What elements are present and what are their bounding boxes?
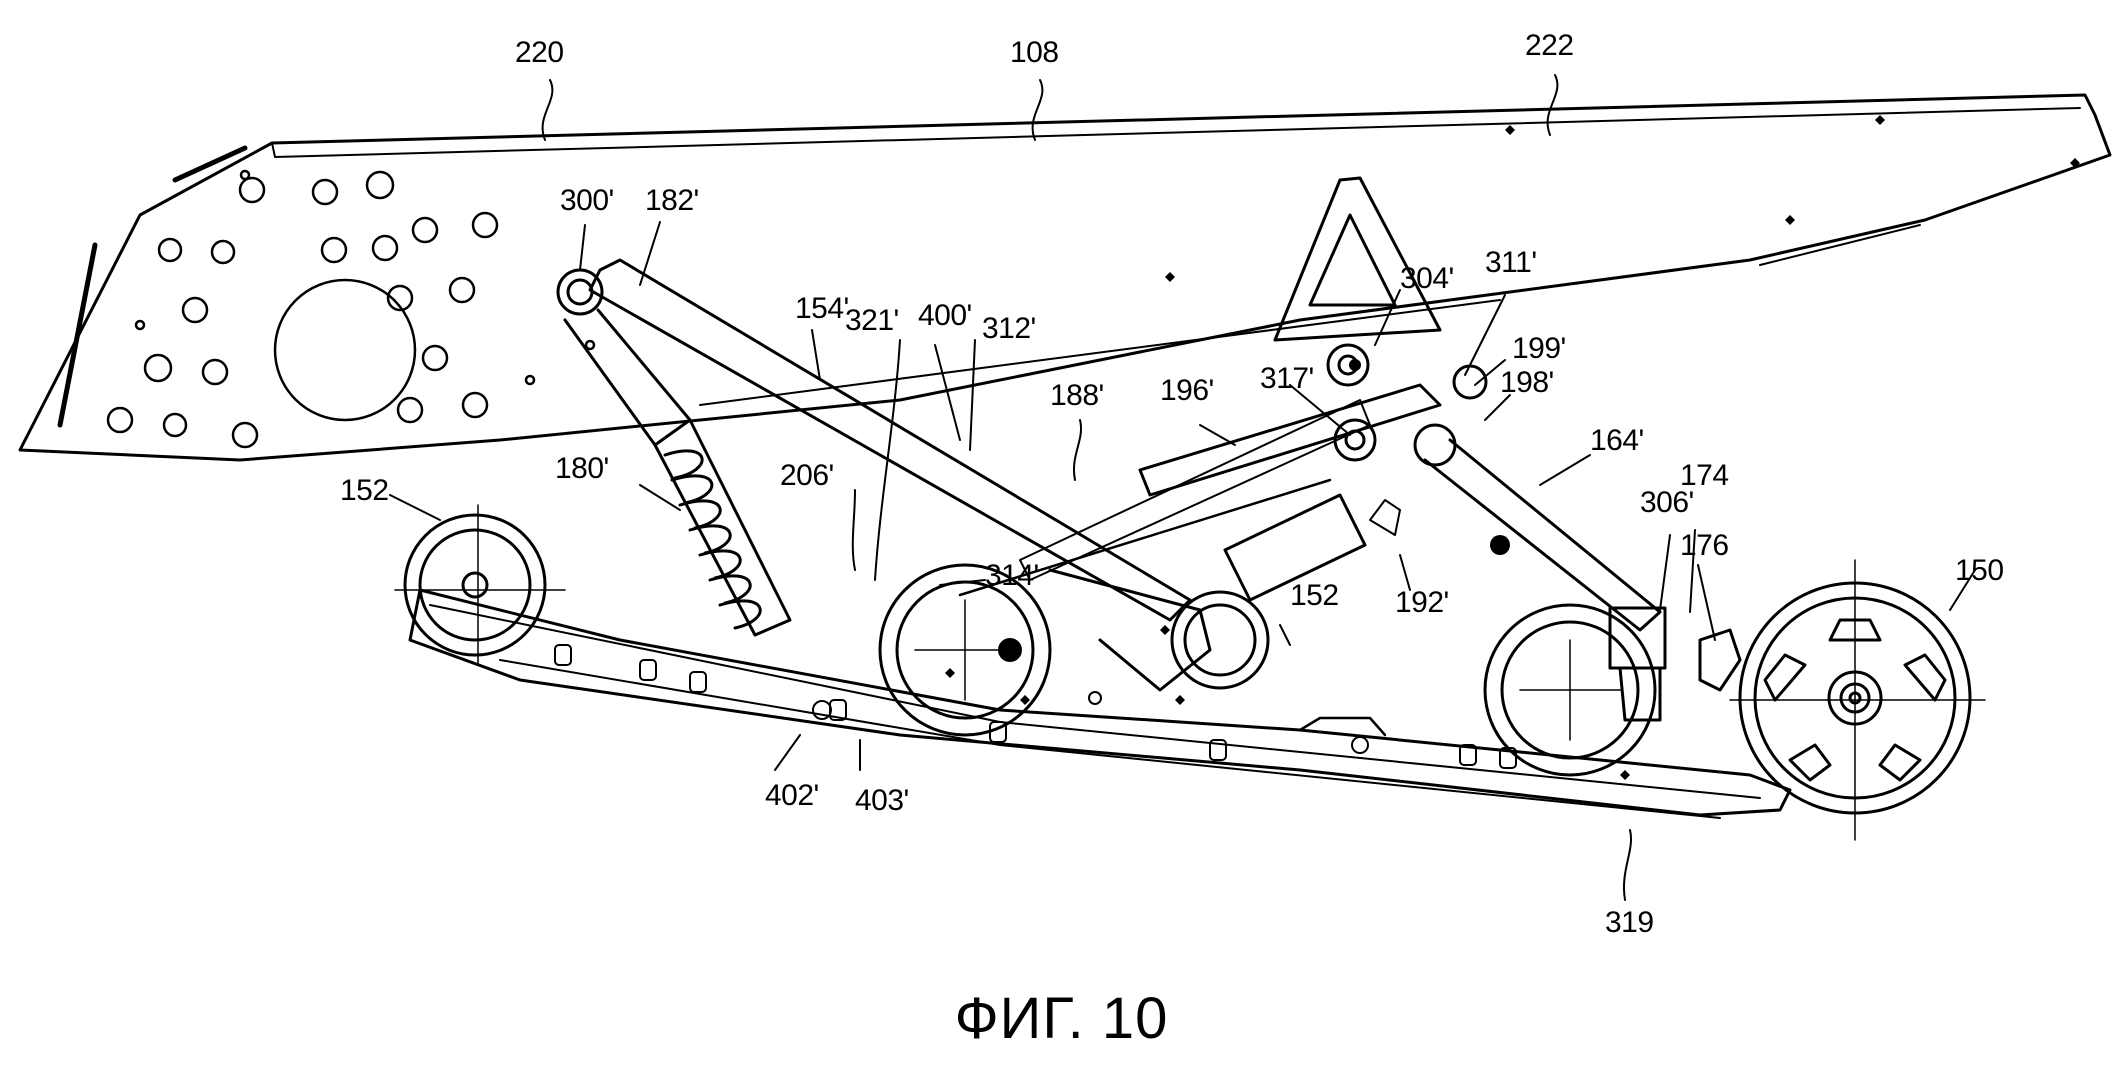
label-400: 400' bbox=[918, 299, 972, 332]
fasteners bbox=[945, 115, 2080, 780]
label-222: 222 bbox=[1525, 29, 1574, 62]
front-arm-164 bbox=[1413, 423, 1662, 632]
front-wheel-152 bbox=[394, 504, 566, 666]
label-317: 317' bbox=[1260, 362, 1314, 395]
label-312: 312' bbox=[982, 312, 1036, 345]
actuator-192 bbox=[1223, 343, 1488, 602]
label-198: 198' bbox=[1500, 366, 1554, 399]
bracket-176 bbox=[1698, 628, 1742, 692]
label-206: 206' bbox=[780, 459, 834, 492]
label-304: 304' bbox=[1400, 262, 1454, 295]
label-321: 321' bbox=[845, 304, 899, 337]
label-176: 176 bbox=[1680, 529, 1729, 562]
label-300: 300' bbox=[560, 184, 614, 217]
label-154: 154' bbox=[795, 292, 849, 325]
label-164: 164' bbox=[1590, 424, 1644, 457]
label-311: 311' bbox=[1485, 246, 1537, 279]
leader-lines bbox=[389, 74, 1976, 901]
rear-arm-154 bbox=[588, 258, 1212, 692]
shock-absorber bbox=[556, 268, 792, 637]
block-306 bbox=[1608, 606, 1667, 722]
label-319: 319 bbox=[1605, 906, 1654, 939]
label-196: 196' bbox=[1160, 374, 1214, 407]
label-182: 182' bbox=[645, 184, 699, 217]
label-199: 199' bbox=[1512, 332, 1566, 365]
label-180: 180' bbox=[555, 452, 609, 485]
rear-middle-wheel bbox=[1170, 590, 1270, 690]
figure-caption: ФИГ. 10 bbox=[954, 986, 1169, 1051]
rear-idler-wheel-150 bbox=[1729, 559, 1986, 841]
triangle-bracket bbox=[1273, 176, 1442, 342]
label-150: 150 bbox=[1955, 554, 2004, 587]
label-108: 108 bbox=[1010, 36, 1059, 69]
control-rod-188 bbox=[958, 478, 1332, 597]
label-306: 306' bbox=[1640, 486, 1694, 519]
label-314: 314' bbox=[985, 559, 1039, 592]
reference-labels: 220 108 222 300' 182' 154' 321' 400' 312… bbox=[340, 29, 2004, 939]
label-220: 220 bbox=[515, 36, 564, 69]
label-188: 188' bbox=[1050, 379, 1104, 412]
label-152-middle: 152 bbox=[1290, 579, 1339, 612]
label-192: 192' bbox=[1395, 586, 1449, 619]
label-152-front: 152 bbox=[340, 474, 389, 507]
label-402: 402' bbox=[765, 779, 819, 812]
upper-link-196 bbox=[1019, 383, 1442, 581]
label-403: 403' bbox=[855, 784, 909, 817]
lower-wheel bbox=[1483, 603, 1657, 777]
tunnel-holes bbox=[106, 169, 596, 449]
label-174: 174 bbox=[1680, 459, 1729, 492]
